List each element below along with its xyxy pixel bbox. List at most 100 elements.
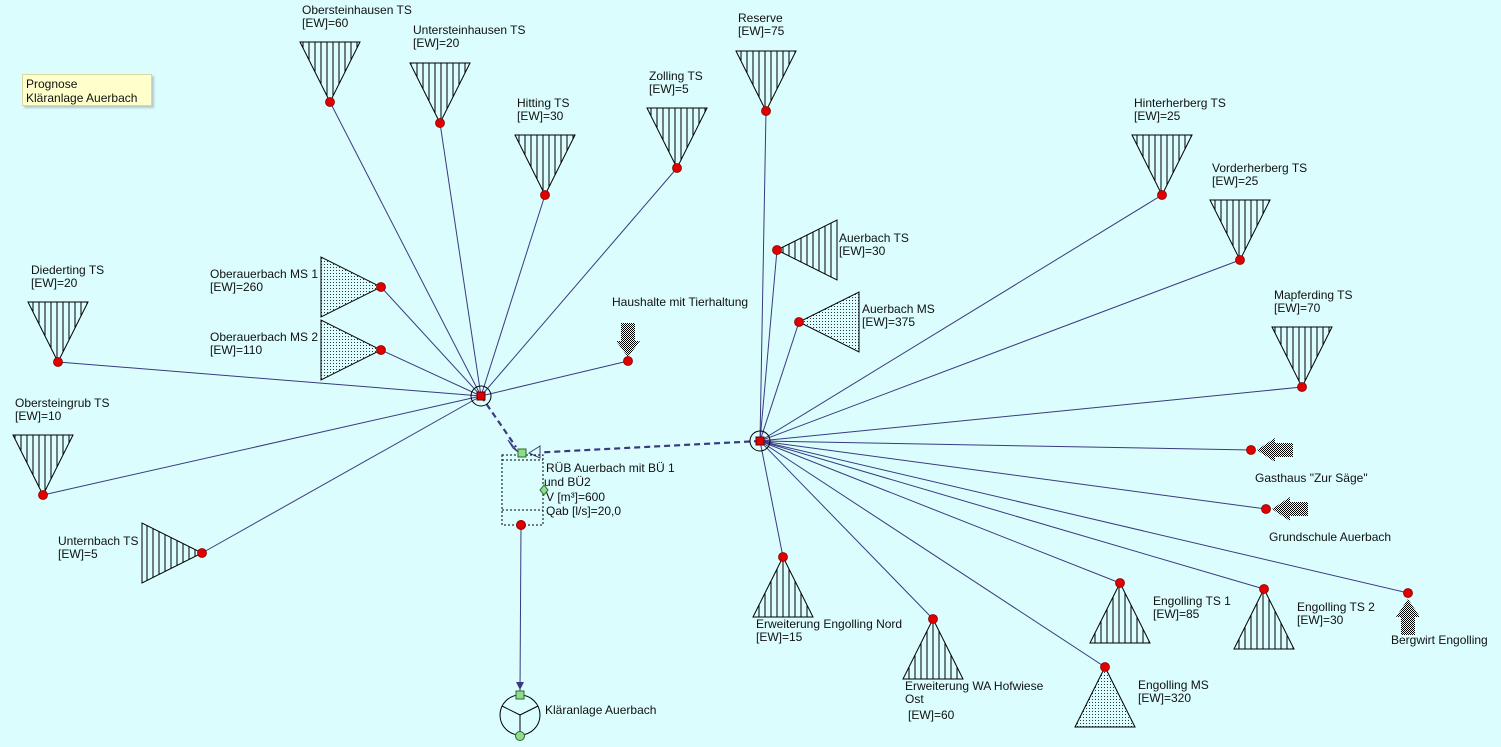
catchment-node-16[interactable] <box>752 552 814 618</box>
catchment-node-1[interactable] <box>299 41 361 107</box>
edge-line <box>42 395 482 496</box>
catchment-node-19[interactable] <box>1074 662 1136 728</box>
hatched-triangle-icon <box>1233 587 1295 650</box>
catchment-node-23[interactable] <box>1261 497 1309 521</box>
catchment-node-15[interactable] <box>141 522 207 584</box>
node-label-name: Reserve <box>738 11 783 25</box>
edge-line <box>380 286 482 397</box>
catchment-node-9[interactable] <box>27 301 89 367</box>
node-label-name: Obersteingrub TS <box>15 396 110 410</box>
edge-line <box>480 167 678 397</box>
connection-dot <box>772 245 782 255</box>
hatched-triangle-icon <box>902 617 964 680</box>
node-label-name: Hitting TS <box>517 96 569 110</box>
node-label-ew: [EW]=10 <box>15 409 62 423</box>
catchment-node-10[interactable] <box>12 434 74 500</box>
hatched-triangle-icon <box>1131 134 1193 197</box>
node-label-ew: [EW]=75 <box>738 24 785 38</box>
edge-line <box>759 321 800 442</box>
node-label-name: Zolling TS <box>649 69 703 83</box>
inlet-port <box>517 448 527 458</box>
node-label-ew: [EW]=5 <box>58 547 98 561</box>
discharger-arrow-icon <box>1396 599 1420 635</box>
catchment-node-24[interactable] <box>1396 588 1420 636</box>
edge-line <box>759 440 1265 590</box>
node-label-ew: [EW]=375 <box>862 315 915 329</box>
node-label-name: Erweiterung WA Hofwiese <box>905 679 1044 693</box>
connection-dot <box>540 190 550 200</box>
catchment-node-4[interactable] <box>646 107 708 173</box>
node-label-name: Engolling MS <box>1138 678 1209 692</box>
edge-line <box>329 101 482 397</box>
node-label-ew: [EW]=20 <box>413 36 460 50</box>
catchment-node-12[interactable] <box>320 319 386 381</box>
catchment-node-17[interactable] <box>902 614 964 680</box>
plant-label: Kläranlage Auerbach <box>545 703 656 717</box>
dotted-triangle-icon <box>320 256 383 318</box>
note-line-2: Kläranlage Auerbach <box>26 91 138 105</box>
discharger-arrow-icon <box>1257 438 1293 462</box>
node-label-ew: [EW]=30 <box>517 109 564 123</box>
hatched-triangle-icon <box>1089 581 1151 644</box>
catchment-node-20[interactable] <box>1233 584 1295 650</box>
treatment-plant[interactable] <box>499 690 541 741</box>
connection-dot <box>1259 584 1269 594</box>
node-label-name: Vorderherberg TS <box>1212 161 1307 175</box>
catchment-node-13[interactable] <box>772 219 838 281</box>
node-label-name: Untersteinhausen TS <box>413 23 526 37</box>
connection-dot <box>794 317 804 327</box>
overflow-edge <box>529 439 761 455</box>
hatched-triangle-icon <box>752 555 814 618</box>
hatched-triangle-icon <box>1271 326 1333 389</box>
edge-line <box>759 440 934 620</box>
node-label-name: Auerbach TS <box>839 231 909 245</box>
node-label-ew: [EW]=25 <box>1212 174 1259 188</box>
edge-line <box>201 395 482 554</box>
connection-dot <box>1403 588 1413 598</box>
junction-node-1[interactable] <box>476 391 486 401</box>
catchment-node-22[interactable] <box>1246 438 1294 462</box>
rub-label: Qab [l/s]=20,0 <box>546 504 621 518</box>
node-label-ew: [EW]=5 <box>649 82 689 96</box>
node-label-ew: [EW]=110 <box>210 343 262 357</box>
node-label-name2: Ost <box>905 692 924 706</box>
catchment-node-5[interactable] <box>735 50 797 116</box>
node-label-ew: [EW]=60 <box>908 708 955 722</box>
catchment-node-7[interactable] <box>1209 199 1271 265</box>
connection-dot <box>778 552 788 562</box>
catchment-node-11[interactable] <box>320 256 386 318</box>
discharger-arrow-icon <box>1272 497 1308 521</box>
rub-basin[interactable] <box>501 448 549 530</box>
diamond-icon <box>539 484 549 496</box>
dotted-triangle-icon <box>320 319 383 381</box>
catchment-node-18[interactable] <box>1089 578 1151 644</box>
catchment-node-3[interactable] <box>514 134 576 200</box>
connection-dot <box>761 106 771 116</box>
edge-line <box>759 194 1163 442</box>
catchment-node-6[interactable] <box>1131 134 1193 200</box>
catchment-node-8[interactable] <box>1271 326 1333 392</box>
hatched-triangle-icon <box>27 301 89 364</box>
node-label-name: Oberauerbach MS 1 <box>210 267 318 281</box>
connection-dot <box>1115 578 1125 588</box>
connection-dot <box>325 97 335 107</box>
node-label-ew: [EW]=85 <box>1153 607 1200 621</box>
node-label-name: Obersteinhausen TS <box>302 3 412 17</box>
node-label-ew: [EW]=15 <box>756 630 803 644</box>
catchment-node-14[interactable] <box>794 291 860 353</box>
rub-label: und BÜ2 <box>544 475 591 489</box>
hatched-triangle-icon <box>735 50 797 113</box>
node-label-name: Grundschule Auerbach <box>1269 530 1391 544</box>
node-label-name: Gasthaus "Zur Säge" <box>1255 471 1368 485</box>
connection-dot <box>1157 190 1167 200</box>
connection-dot <box>53 357 63 367</box>
junction-node-2[interactable] <box>755 436 765 446</box>
catchment-node-2[interactable] <box>409 62 471 128</box>
edge-line <box>759 440 1121 584</box>
catchment-node-21[interactable] <box>616 323 640 366</box>
forecast-note[interactable]: Prognose Kläranlage Auerbach <box>22 74 152 106</box>
node-label-ew: [EW]=30 <box>1297 613 1344 627</box>
edge-line <box>480 194 546 397</box>
connection-dot <box>623 356 633 366</box>
